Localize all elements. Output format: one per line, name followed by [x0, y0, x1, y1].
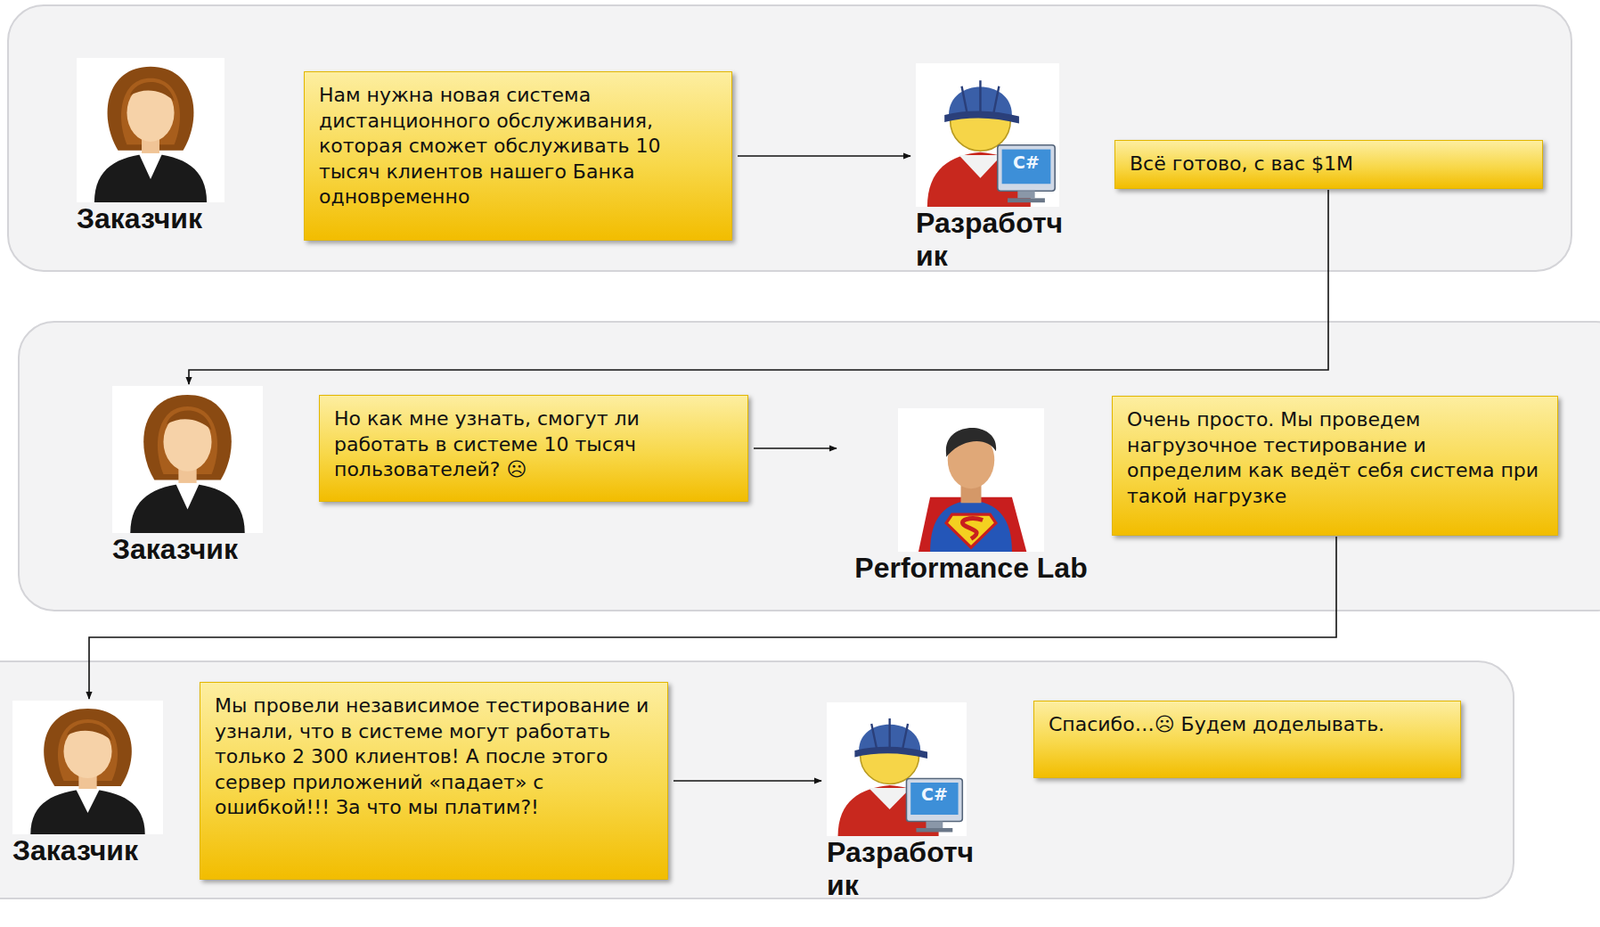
customer-picture	[112, 385, 263, 533]
picture-space	[841, 408, 1101, 552]
speech-text: Но как мне узнать, смогут ли работать в …	[334, 406, 734, 483]
picture-space	[12, 700, 164, 834]
person-avatar: Разработчик	[915, 63, 1086, 273]
role-label: Разработчик	[826, 835, 986, 902]
picture-space	[826, 702, 996, 836]
scene-band	[18, 321, 1600, 611]
picture-space	[915, 63, 1086, 207]
picture-space	[112, 385, 263, 533]
customer-picture	[76, 57, 225, 203]
speech-text: Мы провели независимое тестирование и уз…	[214, 693, 654, 821]
scene-band	[8, 5, 1572, 271]
role-label: Performance Lab	[841, 551, 1101, 585]
flow-arrow	[753, 447, 837, 449]
speech-text: Спасибо…☹ Будем доделывать.	[1048, 711, 1446, 738]
scene-band	[0, 661, 1514, 898]
monitor-text: C#	[921, 783, 948, 804]
flow-arrow	[673, 779, 822, 782]
role-label: Заказчик	[12, 833, 147, 867]
role-label: Разработчик	[915, 206, 1075, 273]
speech-box: Всё готово, с вас $1M	[1114, 139, 1543, 189]
flow-arrow	[89, 536, 1337, 699]
speech-box: Очень просто. Мы проведем нагрузочное те…	[1111, 395, 1559, 536]
role-label: Заказчик	[112, 532, 246, 566]
flow-arrow	[737, 155, 911, 157]
person-avatar: Заказчик	[112, 385, 263, 566]
person-avatar: Заказчик	[12, 700, 164, 867]
superhero-picture	[897, 408, 1045, 552]
speech-box: Нам нужна новая система дистанционного о…	[303, 71, 733, 241]
monitor-text: C#	[1012, 152, 1040, 172]
customer-picture	[12, 700, 164, 834]
developer-picture	[826, 702, 967, 836]
speech-text: Всё готово, с вас $1M	[1129, 151, 1528, 178]
speech-box: Спасибо…☹ Будем доделывать.	[1033, 700, 1462, 778]
developer-picture	[915, 63, 1060, 207]
person-avatar: Performance Lab	[841, 408, 1101, 585]
person-avatar: Разработчик	[826, 702, 996, 902]
picture-space	[76, 57, 225, 203]
speech-box: Но как мне узнать, смогут ли работать в …	[318, 394, 749, 502]
speech-box: Мы провели независимое тестирование и уз…	[199, 681, 669, 880]
role-label: Заказчик	[76, 202, 211, 236]
speech-text: Нам нужна новая система дистанционного о…	[318, 82, 718, 211]
speech-text: Очень просто. Мы проведем нагрузочное те…	[1126, 407, 1543, 509]
screen-label-holder: C#	[1003, 152, 1050, 173]
person-avatar: Заказчик	[76, 57, 225, 236]
screen-label-holder: C#	[912, 783, 957, 805]
